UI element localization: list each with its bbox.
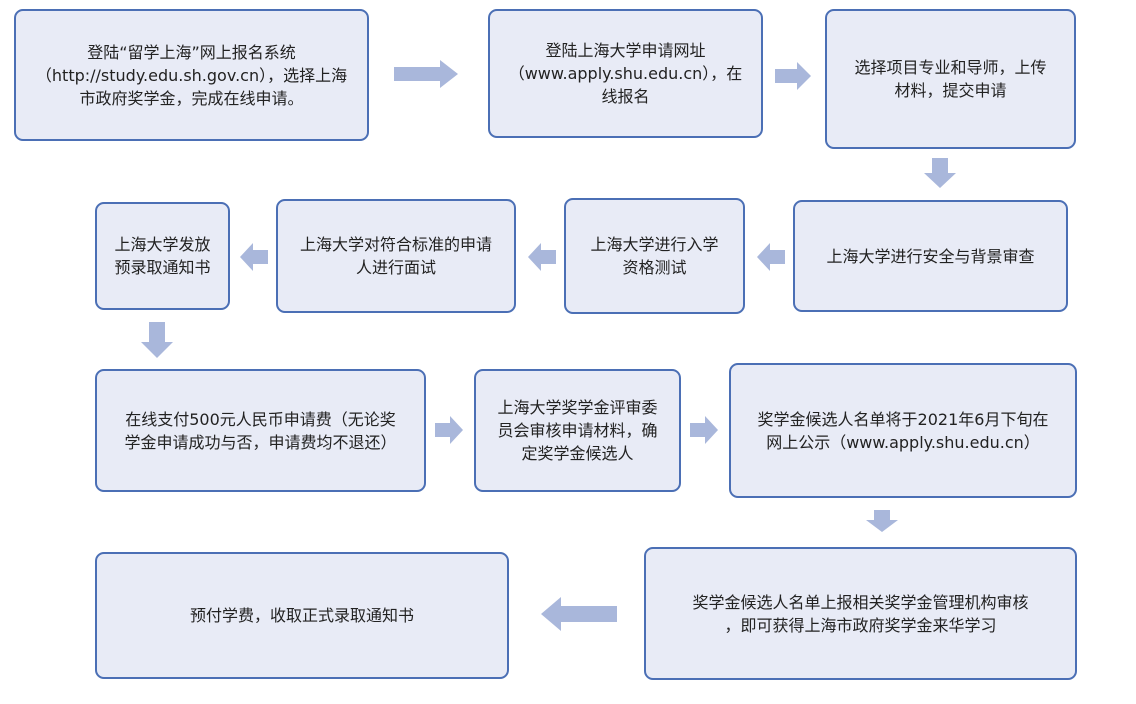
step-3-text: 选择项目专业和导师，上传 材料，提交申请 bbox=[854, 58, 1047, 100]
step-4-box: 上海大学进行安全与背景审查 bbox=[793, 200, 1068, 312]
step-7-text: 上海大学发放 预录取通知书 bbox=[114, 235, 211, 277]
arrow-left-icon bbox=[541, 597, 617, 631]
step-10-box: 奖学金候选人名单将于2021年6月下旬在 网上公示（www.apply.shu.… bbox=[729, 363, 1077, 498]
step-1-text: 登陆“留学上海”网上报名系统 （http://study.edu.sh.gov.… bbox=[35, 42, 348, 108]
step-11-box: 奖学金候选人名单上报相关奖学金管理机构审核 ，即可获得上海市政府奖学金来华学习 bbox=[644, 547, 1077, 680]
step-2-box: 登陆上海大学申请网址 （www.apply.shu.edu.cn），在 线报名 bbox=[488, 9, 763, 138]
arrow-down-icon bbox=[141, 322, 173, 358]
arrow-left-icon bbox=[240, 243, 268, 271]
step-8-box: 在线支付500元人民币申请费（无论奖 学金申请成功与否，申请费均不退还） bbox=[95, 369, 426, 492]
step-1-box: 登陆“留学上海”网上报名系统 （http://study.edu.sh.gov.… bbox=[14, 9, 369, 141]
arrow-left-icon bbox=[528, 243, 556, 271]
step-12-box: 预付学费，收取正式录取通知书 bbox=[95, 552, 509, 679]
step-9-box: 上海大学奖学金评审委 员会审核申请材料，确 定奖学金候选人 bbox=[474, 369, 681, 492]
step-3-box: 选择项目专业和导师，上传 材料，提交申请 bbox=[825, 9, 1076, 149]
step-10-text: 奖学金候选人名单将于2021年6月下旬在 网上公示（www.apply.shu.… bbox=[757, 409, 1049, 452]
step-9-text: 上海大学奖学金评审委 员会审核申请材料，确 定奖学金候选人 bbox=[497, 398, 658, 463]
step-2-text: 登陆上海大学申请网址 （www.apply.shu.edu.cn），在 线报名 bbox=[508, 41, 743, 106]
arrow-right-icon bbox=[435, 416, 463, 444]
step-12-text: 预付学费，收取正式录取通知书 bbox=[189, 606, 414, 625]
arrow-right-icon bbox=[690, 416, 718, 444]
arrow-left-icon bbox=[757, 243, 785, 271]
arrow-right-icon bbox=[394, 60, 458, 88]
step-11-text: 奖学金候选人名单上报相关奖学金管理机构审核 ，即可获得上海市政府奖学金来华学习 bbox=[692, 592, 1029, 635]
step-5-box: 上海大学进行入学 资格测试 bbox=[564, 198, 745, 314]
step-6-box: 上海大学对符合标准的申请 人进行面试 bbox=[276, 199, 516, 313]
arrow-down-icon bbox=[866, 510, 898, 532]
step-5-text: 上海大学进行入学 资格测试 bbox=[590, 235, 719, 277]
arrow-right-icon bbox=[775, 62, 811, 90]
step-7-box: 上海大学发放 预录取通知书 bbox=[95, 202, 230, 310]
arrow-down-icon bbox=[924, 158, 956, 188]
step-6-text: 上海大学对符合标准的申请 人进行面试 bbox=[299, 235, 492, 277]
step-8-text: 在线支付500元人民币申请费（无论奖 学金申请成功与否，申请费均不退还） bbox=[124, 409, 397, 452]
step-4-text: 上海大学进行安全与背景审查 bbox=[826, 246, 1035, 266]
